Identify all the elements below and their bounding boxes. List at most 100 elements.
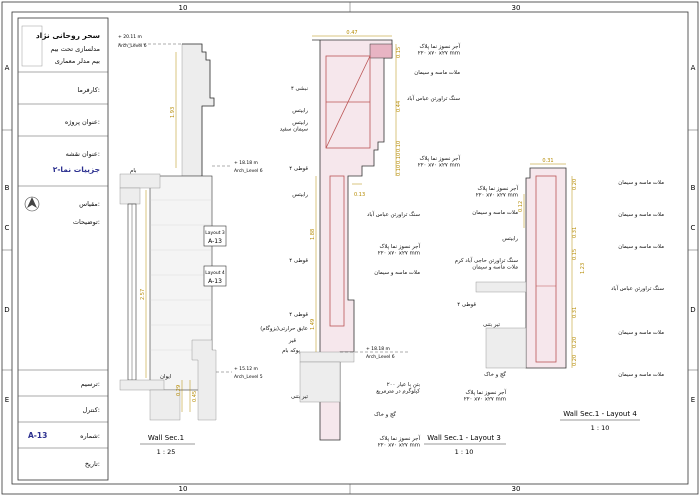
compass-icon bbox=[24, 196, 40, 212]
number-value: A-13 bbox=[28, 431, 47, 440]
left-label: قوطی ۴ bbox=[289, 258, 308, 264]
label-roof: بام bbox=[130, 168, 137, 174]
scale-label: مقیاس: bbox=[79, 200, 100, 208]
dim: 0.15 bbox=[572, 249, 578, 260]
dim-inner: 1.49 bbox=[310, 319, 316, 330]
logo-box bbox=[21, 25, 43, 67]
dim: 0.12 bbox=[518, 201, 524, 212]
right-label: سنگ تراورتن عباس آباد bbox=[407, 95, 460, 102]
section-3-texts: 0.47 0.15 0.44 0.10 0.10 0.10 0.13 1.88 … bbox=[260, 30, 506, 456]
row-letter: E bbox=[691, 396, 695, 404]
label-balcony: ایوان bbox=[160, 374, 171, 380]
sheet-title-label: عنوان نقشه: bbox=[66, 150, 100, 158]
drawn-label: ترسیم: bbox=[81, 380, 100, 388]
dim-right: 0.10 bbox=[396, 153, 402, 164]
sheet-title-value: جزییات نما-۲ bbox=[53, 165, 100, 174]
dim-0-29: 0.29 bbox=[176, 385, 182, 396]
dim: 1.23 bbox=[580, 263, 586, 274]
right-label: ملات ماسه و سیمان bbox=[618, 330, 664, 336]
section-1-scale: 1 : 25 bbox=[157, 448, 176, 456]
right-label: ملات ماسه و سیمان bbox=[618, 212, 664, 218]
right-label: ملات ماسه و سیمان bbox=[618, 244, 664, 250]
row-letter: E bbox=[5, 396, 9, 404]
right-label: سنگ تراورتن عباس آباد bbox=[611, 285, 664, 292]
callout-sheet: A-13 bbox=[208, 278, 222, 285]
grid-row-letters-right: A B C D E bbox=[690, 64, 695, 404]
grid-bottom-10: 10 bbox=[179, 485, 188, 493]
callout-ref: Layout 4 bbox=[205, 270, 225, 276]
dim: 0.31 bbox=[572, 227, 578, 238]
row-letter: D bbox=[690, 306, 695, 314]
section-3-scale: 1 : 10 bbox=[455, 448, 474, 456]
dim-right: 0.10 bbox=[396, 141, 402, 152]
grid-row-letters-left: A B C D E bbox=[4, 64, 9, 404]
left-label: قوطی ۴ bbox=[289, 312, 308, 318]
left-label: تیر بتنی bbox=[483, 322, 501, 328]
firm-line2: مدلسازی تحت بیم bbox=[51, 45, 101, 53]
row-letter: A bbox=[5, 64, 10, 72]
section-1-texts: + 20.11 m Arch_Level 6 + 18.18 m Arch_Le… bbox=[118, 34, 263, 456]
left-label: تیر بتنی bbox=[291, 394, 309, 400]
dim-top: 0.47 bbox=[346, 30, 357, 36]
section-4-drawing bbox=[475, 163, 573, 369]
dim: 0.20 bbox=[572, 337, 578, 348]
level-name: Arch_Level 6 bbox=[234, 168, 263, 174]
section-1-title: Wall Sec.1 bbox=[148, 434, 184, 442]
dim: 0.20 bbox=[572, 179, 578, 190]
dim: 0.20 bbox=[572, 355, 578, 366]
right-label: ملات ماسه و سیمان bbox=[414, 70, 460, 76]
dim: 0.31 bbox=[572, 307, 578, 318]
left-label: رابیتس bbox=[292, 192, 308, 198]
row-letter: C bbox=[5, 224, 10, 232]
right-label: ملات ماسه و سیمان bbox=[374, 270, 420, 276]
left-label: عایق حرارتی(یزوگام) bbox=[260, 325, 308, 332]
dim-right: 0.15 bbox=[396, 47, 402, 58]
employer-label: کارفرما: bbox=[77, 86, 100, 94]
level-elev: + 18.18 m bbox=[366, 346, 390, 352]
project-label: عنوان پروژه: bbox=[65, 118, 100, 126]
right-label: گچ و خاک bbox=[374, 411, 396, 418]
level-name: Arch_Level 6 bbox=[366, 354, 395, 360]
level-name: Arch_Level 5 bbox=[234, 374, 263, 380]
section-4-texts: 0.31 0.20 0.12 0.31 0.15 1.23 0.31 0.20 … bbox=[455, 158, 665, 432]
dim-inner: 1.88 bbox=[310, 229, 316, 240]
level-elev: + 20.11 m bbox=[118, 34, 142, 40]
section-3-drawing bbox=[299, 35, 410, 441]
row-letter: B bbox=[691, 184, 696, 192]
level-elev: + 15.12 m bbox=[234, 366, 258, 372]
row-letter: C bbox=[691, 224, 696, 232]
check-label: کنترل: bbox=[82, 406, 100, 414]
dim-0-45: 0.45 bbox=[192, 391, 198, 402]
left-label: پوکه بام bbox=[282, 347, 300, 354]
date-label: تاریخ: bbox=[85, 460, 100, 468]
dim-2-57: 2.57 bbox=[140, 289, 146, 300]
dim-top: 0.31 bbox=[542, 158, 553, 164]
row-letter: B bbox=[5, 184, 10, 192]
level-name: Arch_Level 6 bbox=[118, 43, 147, 49]
right-label: ملات ماسه و سیمان bbox=[618, 180, 664, 186]
left-label: ملات ماسه و سیمان bbox=[472, 210, 518, 216]
right-label: سنگ تراورتن عباس آباد bbox=[367, 211, 420, 218]
left-label: قیر bbox=[288, 338, 297, 344]
grid-top-30: 30 bbox=[512, 4, 521, 12]
dim-right: 0.44 bbox=[396, 101, 402, 112]
left-label: قوطی ۴ bbox=[289, 166, 308, 172]
left-label: نبشی ۴ bbox=[291, 86, 309, 92]
dim-inner: 0.13 bbox=[354, 192, 365, 198]
notes-label: توضیحات: bbox=[73, 218, 100, 226]
number-label: شماره: bbox=[80, 432, 100, 440]
section-3-title: Wall Sec.1 - Layout 3 bbox=[427, 434, 501, 442]
callout-sheet: A-13 bbox=[208, 238, 222, 245]
level-elev: + 18.18 m bbox=[234, 160, 258, 166]
section-4-scale: 1 : 10 bbox=[591, 424, 610, 432]
grid-top-10: 10 bbox=[179, 4, 188, 12]
